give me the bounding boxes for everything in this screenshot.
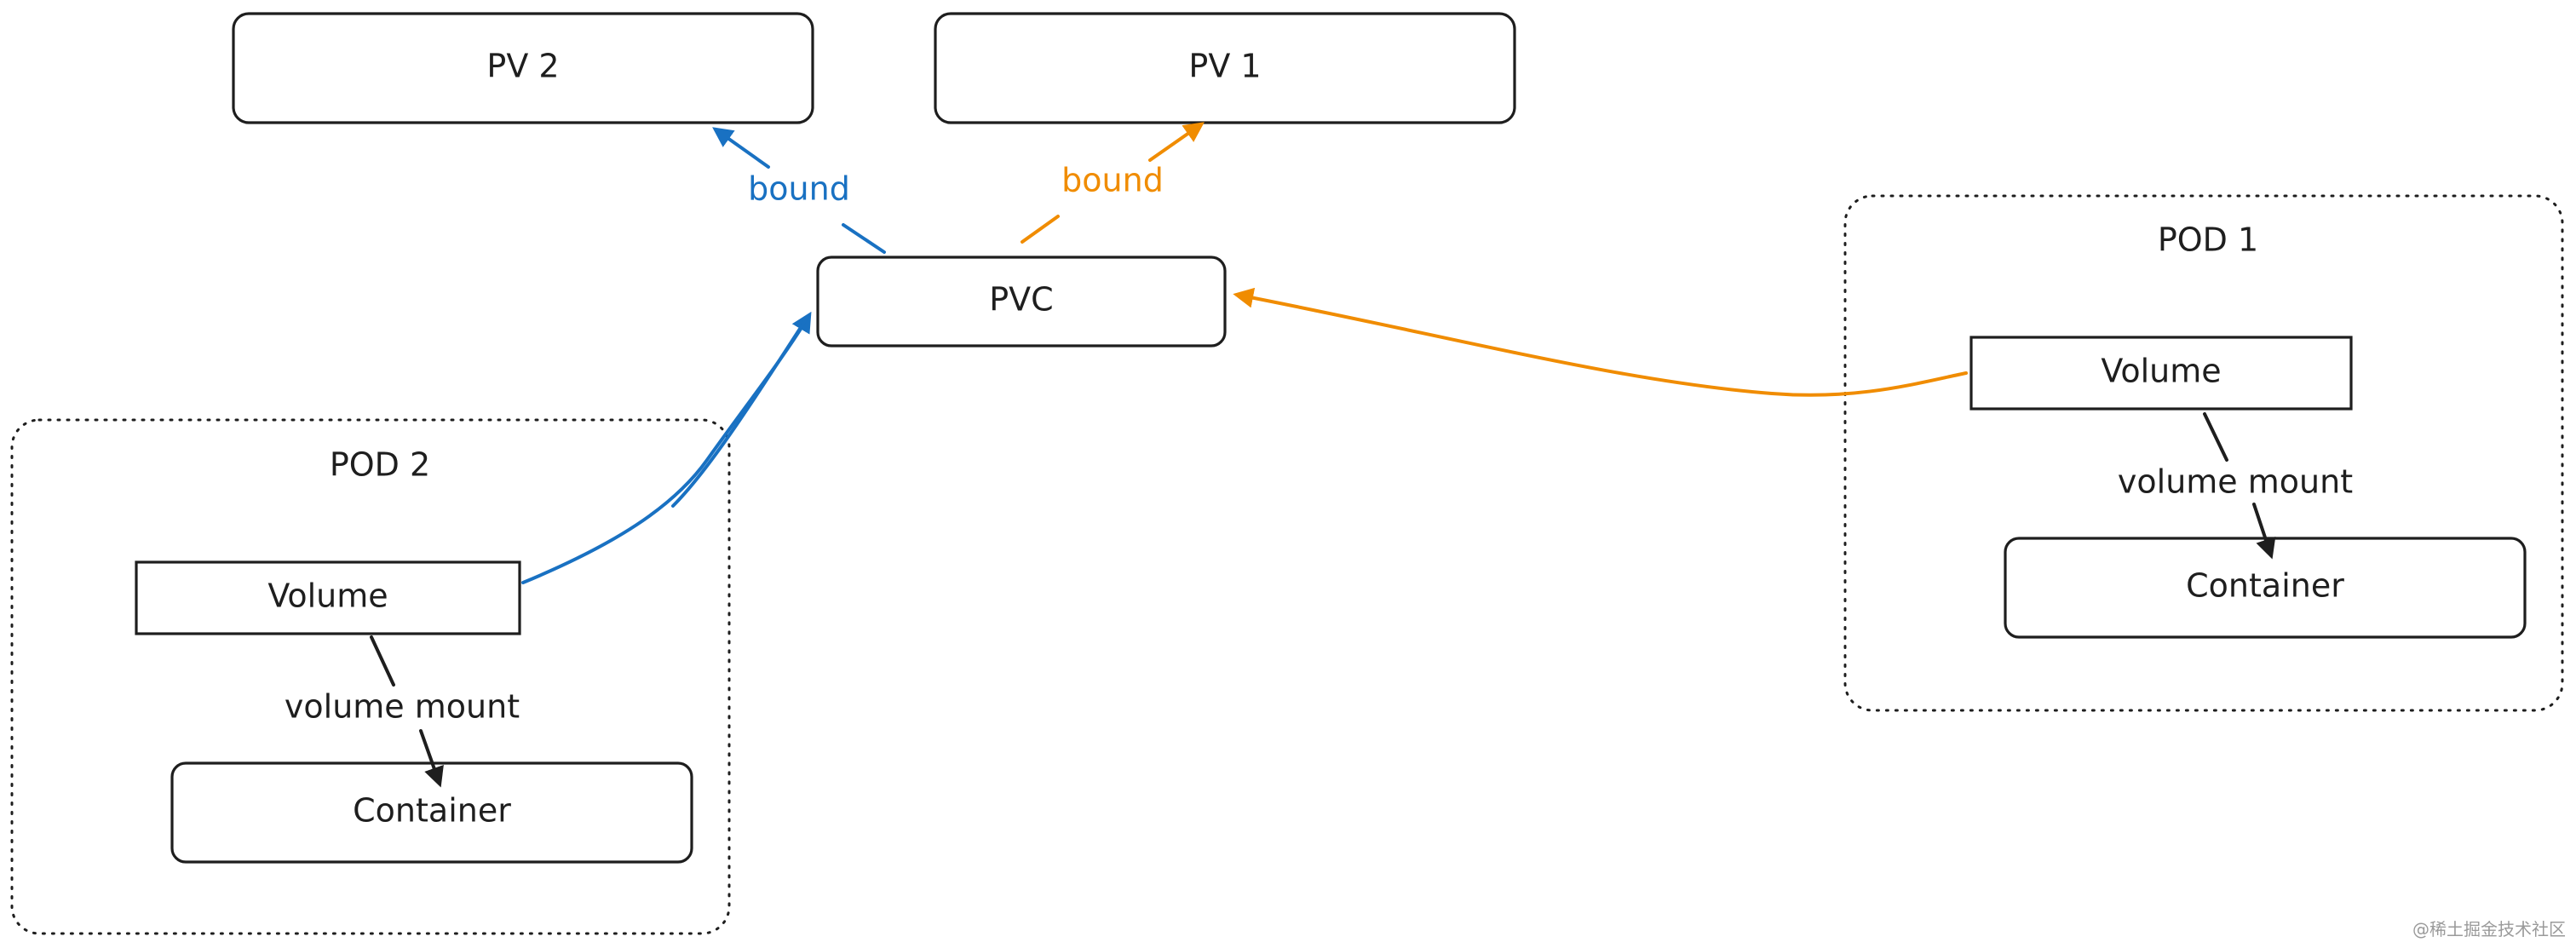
pv2-node[interactable]: PV 2: [232, 12, 814, 124]
pod1-frame: [1843, 194, 2564, 712]
pvc-to-pv2-edge-lower: [842, 223, 886, 254]
pvc-to-pv2-label: bound: [748, 170, 850, 208]
pod2-frame: [10, 418, 731, 935]
pod1-volume-node[interactable]: Volume: [1969, 336, 2353, 411]
pv1-node[interactable]: PV 1: [934, 12, 1516, 124]
pvc-to-pv1-label: bound: [1061, 162, 1164, 199]
pod2-volume-to-pvc-edge-sketch: [671, 315, 809, 508]
pod1-mount-arrow: [2252, 503, 2276, 560]
pod2-container-label: Container: [353, 792, 511, 830]
pod1-mount-label: volume mount: [2118, 463, 2353, 501]
pod1-container-label: Container: [2186, 567, 2344, 605]
pod2-volume-node[interactable]: Volume: [135, 560, 521, 635]
pod2-mount-label: volume mount: [285, 688, 520, 726]
pod1-title: POD 1: [2158, 221, 2258, 259]
pvc-label: PVC: [989, 281, 1053, 319]
pvc-to-pv1-edge-upper: [1148, 122, 1205, 162]
pod2-container-node[interactable]: Container: [170, 761, 693, 864]
pvc-to-pv2-edge-upper: [712, 127, 770, 169]
pod1-volume-label: Volume: [2101, 353, 2221, 390]
pod1-volume-to-pvc-edge: [1233, 287, 1968, 397]
pod1-mount-line-top: [2203, 412, 2228, 462]
pvc-to-pv1-edge-lower: [1021, 215, 1060, 244]
pvc-node[interactable]: PVC: [816, 256, 1227, 348]
pod1-container-node[interactable]: Container: [2004, 537, 2527, 639]
pod2-mount-line-top: [370, 635, 395, 687]
pod2-volume-label: Volume: [267, 577, 388, 615]
pod2-volume-to-pvc-edge: [521, 311, 812, 584]
pod2-mount-arrow: [419, 729, 444, 788]
pod2-title: POD 2: [330, 446, 430, 484]
pv1-label: PV 1: [1188, 48, 1261, 85]
pv2-label: PV 2: [486, 48, 559, 85]
watermark-text: @稀土掘金技术社区: [2412, 919, 2566, 939]
